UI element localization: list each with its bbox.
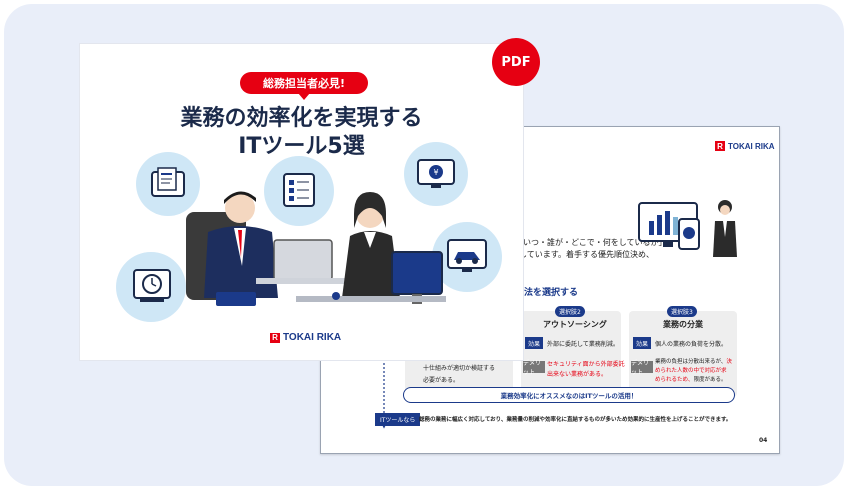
intro-text-2: にしています。着手する優先順位決め、 bbox=[511, 250, 654, 259]
option2-merit-label: 効果 bbox=[525, 337, 543, 349]
checklist-bubble bbox=[264, 156, 334, 226]
it-tool-label: ITツールなら bbox=[375, 413, 421, 426]
document-icon bbox=[151, 167, 185, 197]
pdf-badge: PDF bbox=[492, 38, 540, 86]
option3-pill: 選択肢3 bbox=[667, 306, 697, 317]
yen-monitor-icon: ¥ bbox=[417, 159, 455, 188]
finance-bubble: ¥ bbox=[404, 142, 468, 206]
cover-title-line1: 業務の効率化を実現する bbox=[180, 106, 423, 131]
option2-card: 選択肢2 アウトソーシング 効果 外部に委託して業務削減。 デメリット セキュリ… bbox=[521, 306, 625, 397]
option3-demerit-1: 業務の負担は分散出来るが、決 bbox=[655, 359, 732, 365]
option2-demerit-label: デメリット bbox=[523, 360, 545, 376]
checklist-icon bbox=[283, 173, 315, 207]
office-workers-illustration bbox=[186, 191, 446, 306]
chart-monitor-illustration bbox=[638, 200, 737, 257]
section-heading: 方法を選択する bbox=[515, 288, 579, 298]
logo-mark-icon: R bbox=[270, 332, 280, 343]
option1-text-2: 必要がある。 bbox=[423, 377, 460, 384]
intro-text-1: 、「いつ・誰が・どこで・何をしているか」 bbox=[511, 238, 667, 247]
clock-icon bbox=[133, 269, 171, 302]
option3-demerit-3: められるため、限度がある。 bbox=[655, 377, 727, 383]
option2-merit: 外部に委託して業務削減。 bbox=[547, 341, 619, 348]
option2-pill: 選択肢2 bbox=[555, 306, 585, 317]
option2-title: アウトソーシング bbox=[543, 320, 607, 329]
option3-merit-label: 効果 bbox=[633, 337, 651, 349]
option3-title: 業務の分業 bbox=[663, 320, 703, 329]
option2-demerit-1: セキュリティ面から外部委託 bbox=[547, 361, 625, 368]
option3-demerit-label: デメリット bbox=[631, 360, 653, 376]
cover-tag: 総務担当者必見! bbox=[240, 72, 368, 100]
option1-text-1: 十仕組みが適切か検証する bbox=[423, 365, 496, 372]
it-tool-text: 総務の業務に幅広く対応しており、業務量の削減や効率化に直結するものが多いため効果… bbox=[419, 417, 732, 423]
document-bubble bbox=[136, 152, 200, 216]
option3-demerit-2: められた人数の中で対応が求 bbox=[655, 368, 727, 374]
option2-demerit-2: 出来ない業務がある。 bbox=[547, 371, 608, 378]
svg-text:¥: ¥ bbox=[433, 168, 438, 177]
recommend-banner: 業務効率化にオススメなのはITツールの活用！ bbox=[403, 387, 735, 403]
page-number: 04 bbox=[759, 437, 768, 444]
car-monitor-icon bbox=[447, 239, 487, 272]
clock-bubble bbox=[116, 252, 186, 322]
option3-merit: 個人の業務の負荷を分散。 bbox=[655, 341, 728, 348]
car-bubble bbox=[432, 222, 502, 292]
cover-title-line2: ITツール5選 bbox=[238, 134, 365, 159]
option3-card: 選択肢3 業務の分業 効果 個人の業務の負荷を分散。 デメリット 業務の負担は分… bbox=[629, 306, 737, 397]
logo-mark-icon: R bbox=[715, 141, 725, 151]
